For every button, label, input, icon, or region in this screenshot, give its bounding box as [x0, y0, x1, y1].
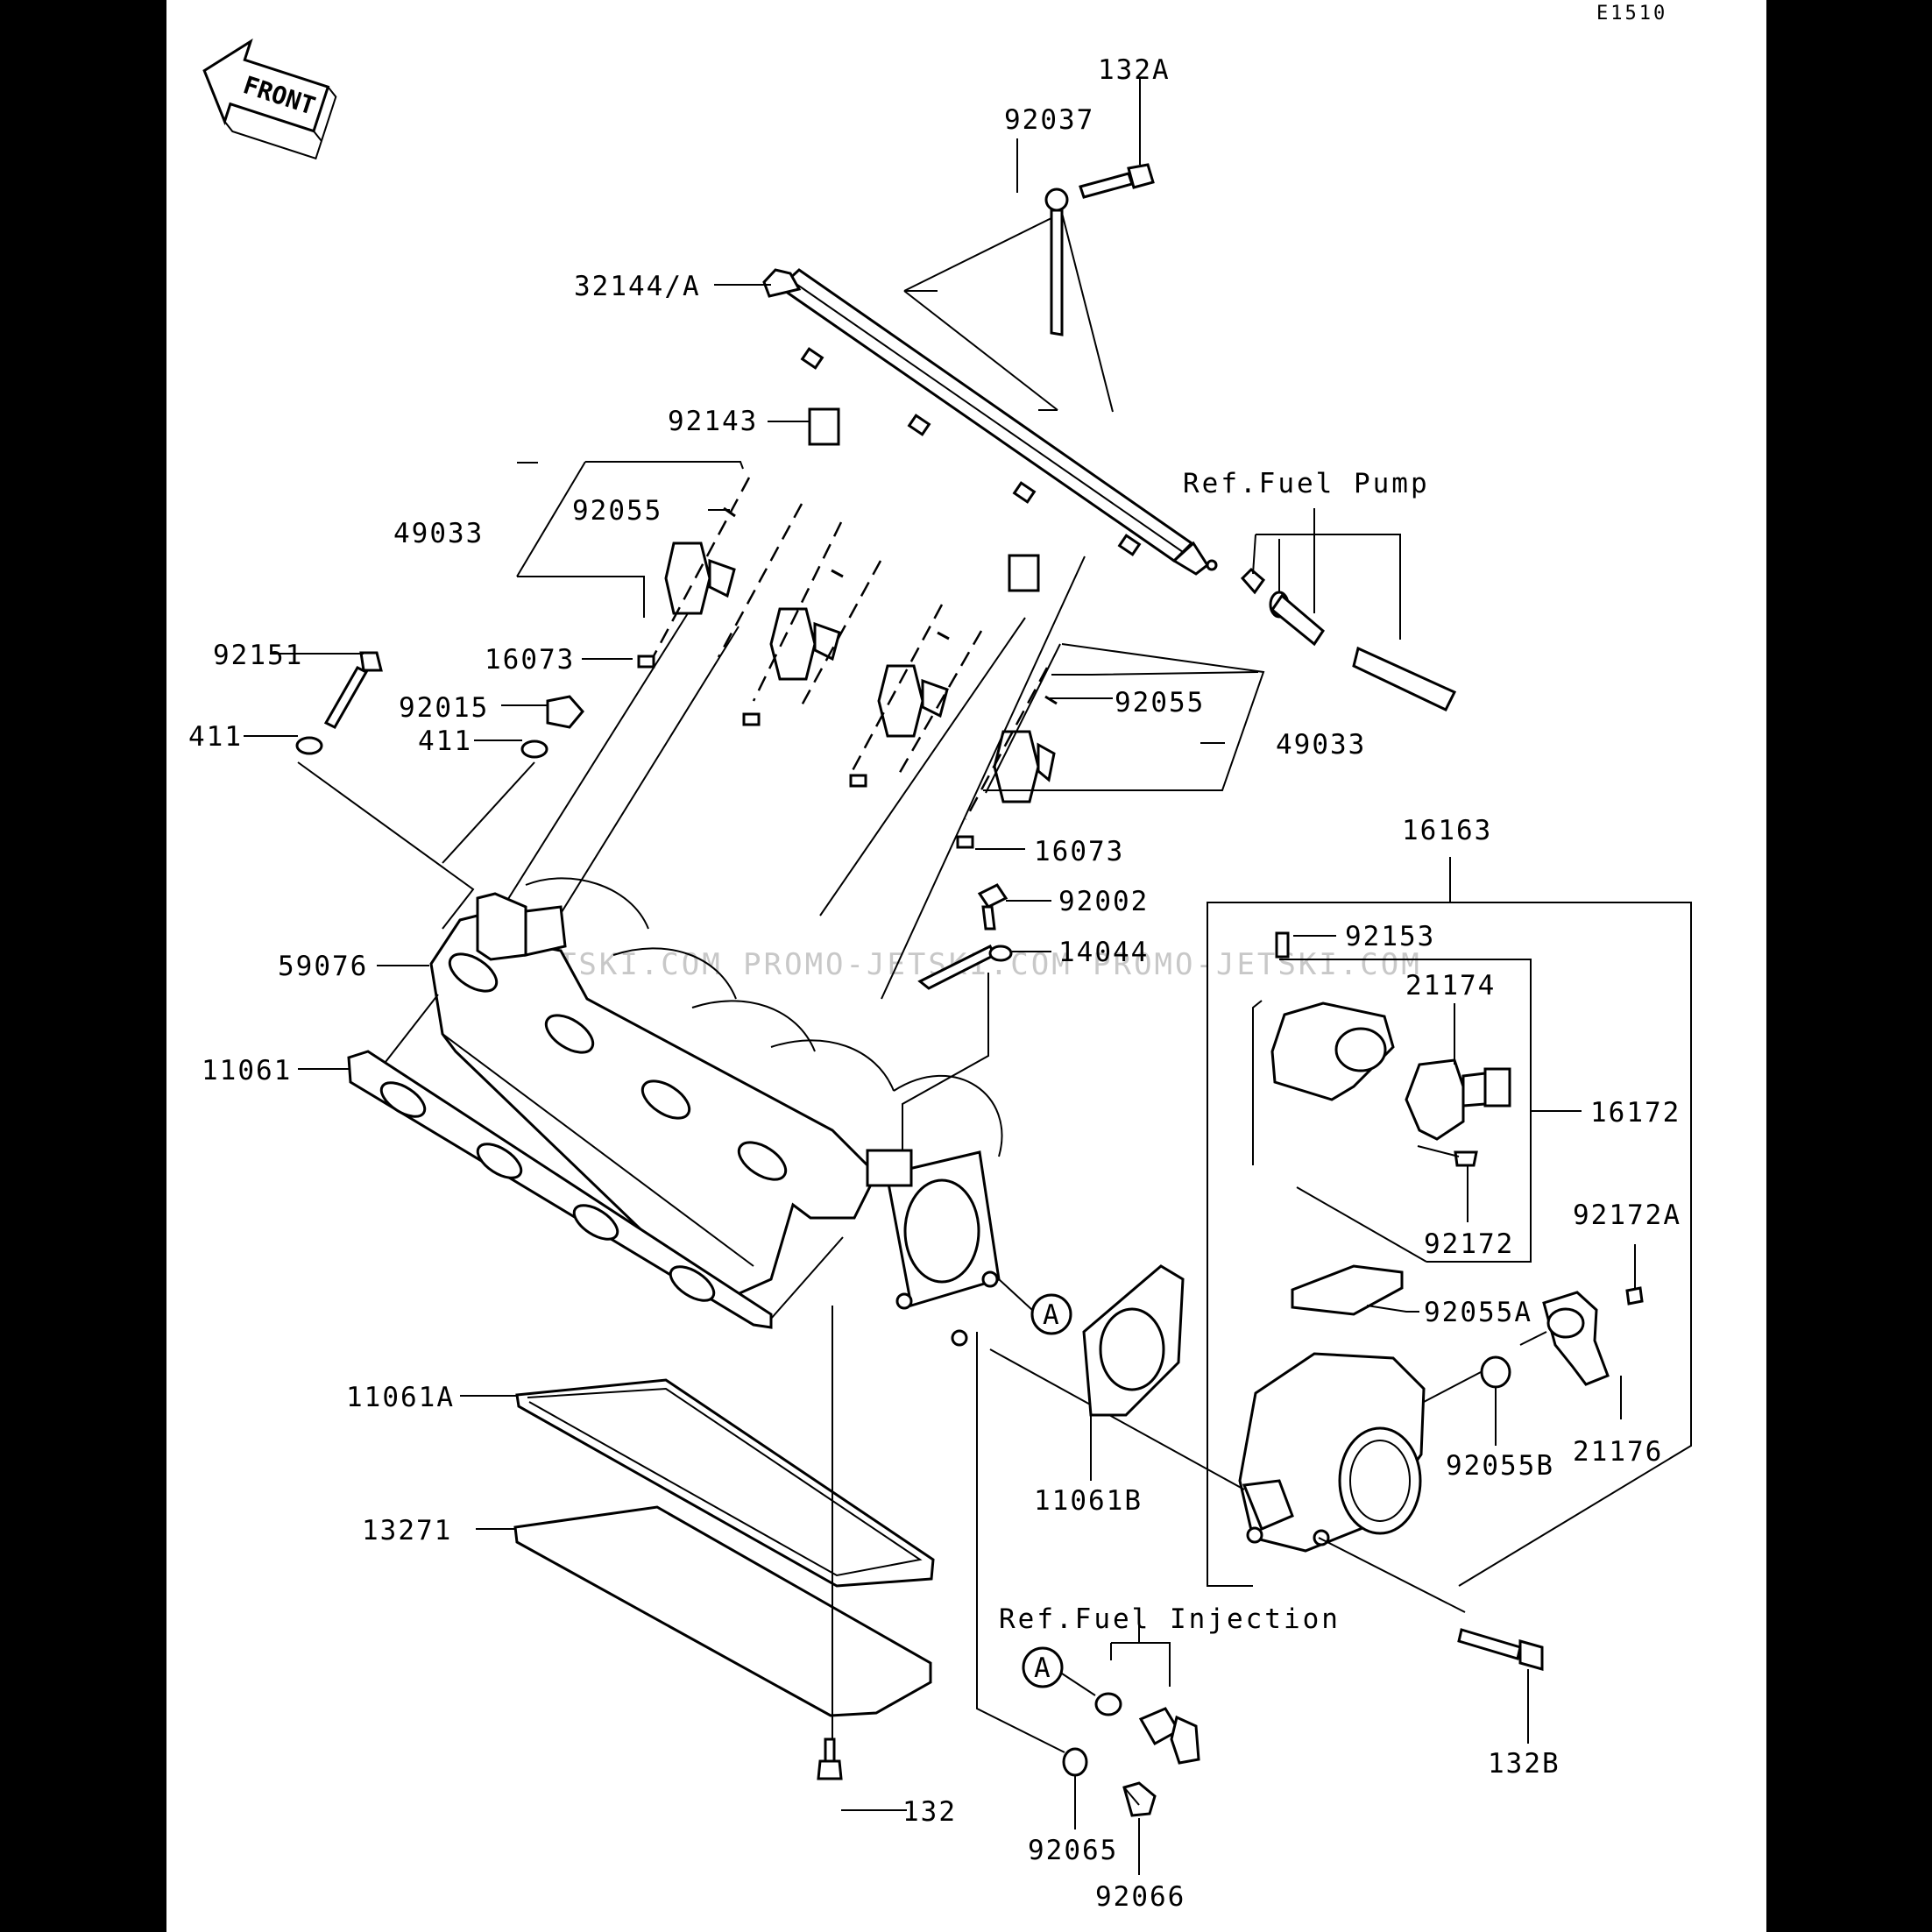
- screw-92172-icon: [1454, 1150, 1478, 1167]
- washer-fuel-injection-icon: [1094, 1692, 1122, 1716]
- screw-92172A-icon: [1625, 1286, 1644, 1306]
- fuel-pump-hose-group: [1240, 567, 1457, 711]
- label-92172A: 92172A: [1573, 1200, 1681, 1231]
- cap-92143-b-icon: [1008, 554, 1040, 592]
- label-92172: 92172: [1424, 1228, 1514, 1260]
- label-16163: 16163: [1402, 815, 1492, 846]
- label-16073-top: 16073: [485, 644, 575, 676]
- gasket-11061-icon: [347, 1050, 773, 1329]
- gasket-11061B-icon: [1082, 1264, 1185, 1417]
- label-411-right: 411: [418, 725, 472, 757]
- washer-411-right-icon: [520, 740, 548, 759]
- label-13271: 13271: [362, 1515, 452, 1546]
- sensor-59076-icon: [476, 892, 567, 961]
- washer-92065-icon: [1062, 1747, 1088, 1777]
- label-49033-left: 49033: [393, 518, 484, 549]
- label-92066: 92066: [1095, 1881, 1185, 1913]
- gasket-11061A-icon: [515, 1378, 935, 1588]
- label-92037: 92037: [1004, 104, 1094, 136]
- label-132B: 132B: [1488, 1748, 1560, 1780]
- temp-sensor-icon: [1138, 1707, 1200, 1765]
- label-92055A: 92055A: [1424, 1297, 1532, 1328]
- label-92002: 92002: [1058, 886, 1149, 917]
- screw-92153-icon: [1275, 931, 1290, 959]
- callout-A-bottom-label: A: [1034, 1652, 1052, 1684]
- label-21176: 21176: [1573, 1436, 1663, 1468]
- label-59076: 59076: [278, 951, 368, 982]
- label-16073-bottom: 16073: [1034, 836, 1124, 867]
- label-92143: 92143: [668, 406, 758, 437]
- cap-92143-icon: [808, 407, 840, 446]
- callout-A-bottom: [1022, 1646, 1064, 1688]
- label-132A: 132A: [1098, 54, 1171, 86]
- nut-92015-icon: [546, 695, 584, 729]
- label-14044: 14044: [1058, 937, 1149, 968]
- bolt-132A-icon: [1079, 163, 1155, 199]
- clamp-92037-icon: [1044, 188, 1069, 336]
- bolt-92002-icon: [977, 883, 1008, 931]
- callout-A-top: [1030, 1293, 1072, 1335]
- diagram-code: E1510: [1596, 3, 1667, 25]
- ref-fuel-injection: Ref.Fuel Injection: [999, 1603, 1341, 1635]
- label-11061A: 11061A: [346, 1382, 455, 1413]
- gasket-92055A-icon: [1291, 1264, 1404, 1316]
- bolt-132B-icon: [1457, 1628, 1544, 1671]
- label-16172: 16172: [1590, 1097, 1681, 1129]
- front-arrow-icon: FRONT: [202, 38, 337, 160]
- oring-92055B-icon: [1480, 1355, 1511, 1389]
- injector-2-icon: [769, 607, 841, 681]
- label-92065: 92065: [1028, 1835, 1118, 1866]
- label-92151: 92151: [213, 640, 303, 671]
- injector-4-icon: [993, 730, 1056, 803]
- plate-13271-icon: [513, 1505, 932, 1717]
- label-411-left: 411: [188, 721, 243, 753]
- label-92055-right: 92055: [1115, 687, 1205, 718]
- label-132: 132: [902, 1796, 957, 1828]
- label-21174: 21174: [1405, 970, 1496, 1001]
- label-32144A: 32144/A: [574, 271, 701, 302]
- bolt-92066-icon: [1122, 1781, 1157, 1817]
- label-11061B: 11061B: [1034, 1485, 1143, 1517]
- sensor-21176-icon: [1542, 1291, 1610, 1386]
- valve-21174-icon: [1270, 1001, 1511, 1141]
- callout-A-top-label: A: [1043, 1299, 1061, 1331]
- label-92055-left: 92055: [572, 495, 662, 527]
- bolt-132-icon: [817, 1737, 843, 1780]
- throttle-body-icon: [1238, 1352, 1426, 1553]
- label-92153: 92153: [1345, 921, 1435, 952]
- washer-411-left-icon: [295, 736, 323, 755]
- ref-fuel-pump: Ref.Fuel Pump: [1183, 468, 1430, 499]
- label-49033-right: 49033: [1276, 729, 1366, 761]
- bolt-92151-icon: [323, 651, 383, 729]
- label-92015: 92015: [399, 692, 489, 724]
- label-11061: 11061: [202, 1055, 292, 1086]
- injector-3-icon: [877, 664, 949, 738]
- label-92055B: 92055B: [1446, 1450, 1554, 1482]
- injector-1-icon: [664, 541, 736, 615]
